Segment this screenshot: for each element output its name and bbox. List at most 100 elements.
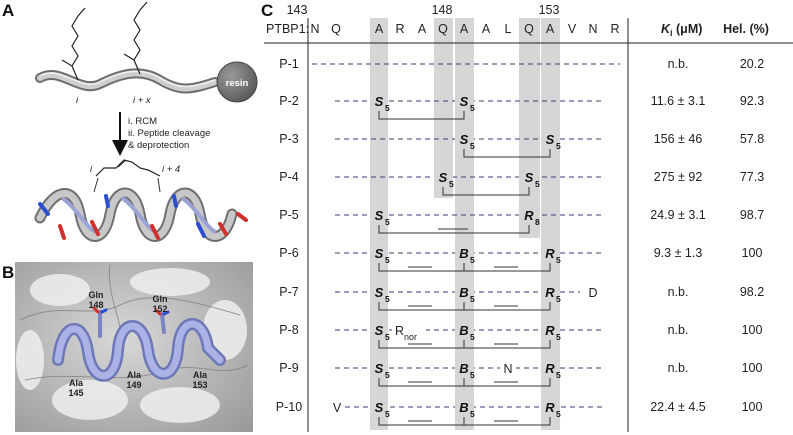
svg-text:5: 5 [556,409,561,419]
helicity-value: 98.7 [740,208,764,222]
ki-value: 156 ± 46 [654,132,703,146]
svg-text:Ala: Ala [127,370,142,380]
svg-text:L: L [505,22,512,36]
residue-b5: B [459,285,468,300]
svg-text:nor: nor [404,332,417,342]
svg-text:R: R [395,22,404,36]
residue-r5: R [545,323,555,338]
residue-s5: S [525,170,534,185]
svg-text:A: A [546,22,555,36]
svg-text:A: A [460,22,469,36]
helicity-header: Hel. (%) [723,22,769,36]
residue-s5: S [375,361,384,376]
olefin-chains [61,1,148,81]
svg-text:5: 5 [535,179,540,189]
staple-residues: S 5 S 5 S 5 S 5 S 5 S 5 S 5 R 8 [331,92,602,419]
residue-s5: S [460,132,469,147]
svg-text:5: 5 [556,255,561,265]
row-name: P-10 [276,400,302,414]
residue-s5: S [375,208,384,223]
ki-value: n.b. [668,285,689,299]
helicity-value: 100 [742,246,763,260]
double-bond-marks [408,228,518,422]
svg-text:A: A [375,22,384,36]
svg-text:153: 153 [192,380,207,390]
position-148: 148 [432,3,453,17]
residue-s5: S [375,400,384,415]
svg-text:5: 5 [470,409,475,419]
svg-text:148: 148 [88,300,103,310]
svg-text:5: 5 [385,103,390,113]
svg-text:5: 5 [385,409,390,419]
svg-text:5: 5 [470,103,475,113]
row-name: P-8 [279,323,299,337]
residue-r5: R [545,246,555,261]
resin-bead [216,61,258,103]
svg-text:A: A [418,22,427,36]
svg-text:Gln: Gln [89,290,104,300]
helicity-value: 100 [742,400,763,414]
svg-text:5: 5 [470,294,475,304]
residue-b5: B [459,246,468,261]
svg-text:Ala: Ala [69,378,84,388]
position-153: 153 [539,3,560,17]
helicity-value: 92.3 [740,94,764,108]
residue-labels: Gln 148 Gln 152 Ala 145 Ala 149 Ala 153 [68,290,208,398]
sequence: N Q A R A Q A A L Q A V N R [310,22,619,36]
staple-bridge [95,159,161,177]
label-i: i [76,95,79,106]
staple-brackets [378,111,551,426]
ki-value: 24.9 ± 3.1 [650,208,706,222]
helicity-value: 100 [742,323,763,337]
helicity-value: 100 [742,361,763,375]
svg-text:Ala: Ala [193,370,208,380]
helicity-value: 98.2 [740,285,764,299]
residue-s5: S [375,94,384,109]
svg-text:5: 5 [385,370,390,380]
panel-b: B [2,262,253,432]
svg-text:8: 8 [535,217,540,227]
resin-label: resin [226,78,249,89]
svg-text:5: 5 [385,255,390,265]
svg-text:Gln: Gln [153,294,168,304]
label-i-plus-4: i + 4 [162,164,180,175]
ki-value: n.b. [668,57,689,71]
residue-v: V [333,401,342,415]
bound-helix [52,306,226,382]
ki-value: 9.3 ± 1.3 [654,246,703,260]
svg-text:152: 152 [152,304,167,314]
svg-text:5: 5 [470,255,475,265]
svg-text:145: 145 [68,388,83,398]
svg-text:A: A [482,22,491,36]
svg-text:Q: Q [438,22,448,36]
row-name: P-3 [279,132,299,146]
ki-value: 22.4 ± 4.5 [650,400,706,414]
svg-text:5: 5 [470,141,475,151]
label-i-plus-x: i + x [133,95,152,106]
residue-r5: R [545,285,555,300]
ptbp1-label: PTBP1: [266,22,309,36]
ki-values: n.b. 11.6 ± 3.1 156 ± 46 275 ± 92 24.9 ±… [650,57,706,414]
helicity-value: 77.3 [740,170,764,184]
svg-text:V: V [568,22,577,36]
svg-text:5: 5 [385,294,390,304]
panel-c: C 143 148 153 PTBP1: N Q A R A Q A A L Q… [261,1,793,432]
helicity-value: 57.8 [740,132,764,146]
panel-b-letter: B [2,263,14,282]
residue-b5: B [459,323,468,338]
svg-text:149: 149 [126,380,141,390]
residue-s5: S [375,323,384,338]
helicity-value: 20.2 [740,57,764,71]
residue-s5: S [375,285,384,300]
svg-text:5: 5 [385,332,390,342]
panel-c-letter: C [261,1,273,20]
svg-text:R: R [610,22,619,36]
row-name: P-7 [279,285,299,299]
row-labels: P-1 P-2 P-3 P-4 P-5 P-6 P-7 P-8 P-9 P-10 [276,57,302,414]
residue-s5: S [546,132,555,147]
label-i-helix: i [90,164,93,175]
residue-b5: B [459,400,468,415]
position-143: 143 [287,3,308,17]
panel-a-letter: A [2,1,14,20]
